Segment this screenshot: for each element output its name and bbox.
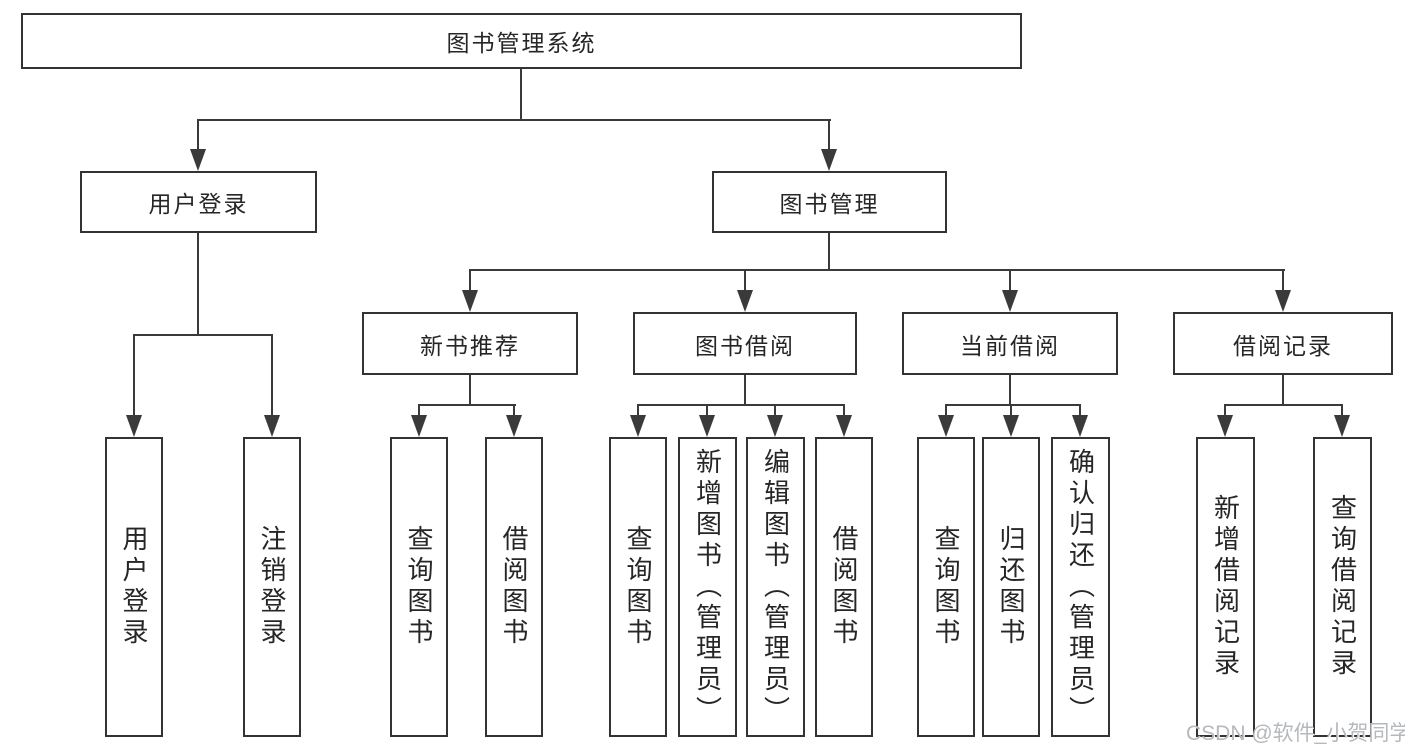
connector-line: [133, 334, 135, 418]
arrow-down-icon: [506, 415, 522, 437]
leaf-label: 归还图书: [996, 525, 1026, 649]
leaf-query-books-recommend: 查询图书: [390, 437, 448, 737]
node-book-management: 图书管理: [712, 171, 947, 233]
leaf-return-books: 归还图书: [982, 437, 1040, 737]
node-library-system: 图书管理系统: [21, 13, 1022, 69]
leaf-logout: 注销登录: [243, 437, 301, 737]
connector-line: [1282, 269, 1284, 293]
connector-line: [197, 119, 199, 153]
leaf-borrow-books-borrowing: 借阅图书: [815, 437, 873, 737]
connector-line: [744, 375, 746, 406]
node-label: 图书借阅: [695, 332, 795, 359]
connector-line: [197, 119, 831, 121]
arrow-down-icon: [264, 415, 280, 437]
arrow-down-icon: [737, 290, 753, 312]
connector-line: [197, 233, 199, 336]
leaf-label: 确认归还（管理员）: [1065, 447, 1096, 727]
connector-line: [1224, 404, 1343, 406]
csdn-watermark: CSDN @软件_小贺同学: [1186, 722, 1405, 745]
leaf-label: 查询图书: [404, 525, 434, 649]
node-label: 新书推荐: [420, 332, 520, 359]
connector-line: [945, 404, 947, 418]
arrow-down-icon: [1217, 415, 1233, 437]
leaf-label: 注销登录: [257, 525, 287, 649]
arrow-down-icon: [1002, 290, 1018, 312]
connector-line: [828, 119, 830, 153]
connector-line: [1009, 375, 1011, 406]
connector-line: [513, 404, 515, 418]
connector-line: [469, 269, 1285, 271]
node-new-book-recommend: 新书推荐: [362, 312, 578, 375]
node-label: 当前借阅: [960, 332, 1060, 359]
leaf-query-books-borrowing: 查询图书: [609, 437, 667, 737]
connector-line: [637, 404, 639, 418]
connector-line: [469, 375, 471, 406]
node-borrowing-records: 借阅记录: [1173, 312, 1393, 375]
arrow-down-icon: [190, 149, 206, 171]
node-label: 用户登录: [148, 191, 249, 217]
connector-line: [828, 233, 830, 271]
leaf-query-borrow-record: 查询借阅记录: [1313, 437, 1372, 737]
leaf-query-books-current: 查询图书: [917, 437, 975, 737]
arrow-down-icon: [1072, 415, 1088, 437]
connector-line: [706, 404, 708, 418]
connector-line: [271, 334, 273, 418]
leaf-user-login: 用户登录: [105, 437, 163, 737]
connector-line: [774, 404, 776, 418]
arrow-down-icon: [767, 415, 783, 437]
connector-line: [1009, 269, 1011, 293]
connector-line: [1010, 404, 1012, 418]
leaf-label: 新增图书（管理员）: [692, 447, 723, 727]
arrow-down-icon: [411, 415, 427, 437]
connector-line: [133, 334, 273, 336]
node-book-borrowing: 图书借阅: [633, 312, 857, 375]
leaf-label: 借阅图书: [829, 525, 859, 649]
arrow-down-icon: [699, 415, 715, 437]
leaf-confirm-return-admin: 确认归还（管理员）: [1051, 437, 1110, 737]
leaf-label: 查询图书: [623, 525, 653, 649]
node-user-login: 用户登录: [80, 171, 317, 233]
arrow-down-icon: [630, 415, 646, 437]
connector-line: [520, 69, 522, 120]
arrow-down-icon: [1003, 415, 1019, 437]
leaf-add-borrow-record: 新增借阅记录: [1196, 437, 1255, 737]
leaf-add-books-admin: 新增图书（管理员）: [678, 437, 737, 737]
connector-line: [1224, 404, 1226, 418]
connector-line: [418, 404, 420, 418]
leaf-label: 借阅图书: [499, 525, 529, 649]
leaf-borrow-books-recommend: 借阅图书: [485, 437, 543, 737]
leaf-edit-books-admin: 编辑图书（管理员）: [746, 437, 805, 737]
arrow-down-icon: [938, 415, 954, 437]
node-label: 图书管理: [779, 191, 880, 217]
arrow-down-icon: [1334, 415, 1350, 437]
connector-line: [637, 404, 845, 406]
arrow-down-icon: [1275, 290, 1291, 312]
arrow-down-icon: [836, 415, 852, 437]
arrow-down-icon: [821, 149, 837, 171]
node-label: 借阅记录: [1233, 332, 1333, 359]
arrow-down-icon: [126, 415, 142, 437]
leaf-label: 新增借阅记录: [1210, 494, 1241, 680]
node-label: 图书管理系统: [446, 30, 597, 56]
connector-line: [418, 404, 516, 406]
connector-line: [945, 404, 1081, 406]
arrow-down-icon: [462, 290, 478, 312]
connector-line: [744, 269, 746, 293]
leaf-label: 用户登录: [119, 525, 149, 649]
connector-line: [1079, 404, 1081, 418]
connector-line: [1341, 404, 1343, 418]
leaf-label: 查询图书: [931, 525, 961, 649]
connector-line: [843, 404, 845, 418]
leaf-label: 编辑图书（管理员）: [760, 447, 791, 727]
connector-line: [1282, 375, 1284, 406]
node-current-borrowing: 当前借阅: [902, 312, 1118, 375]
connector-line: [469, 269, 471, 293]
leaf-label: 查询借阅记录: [1327, 494, 1358, 680]
